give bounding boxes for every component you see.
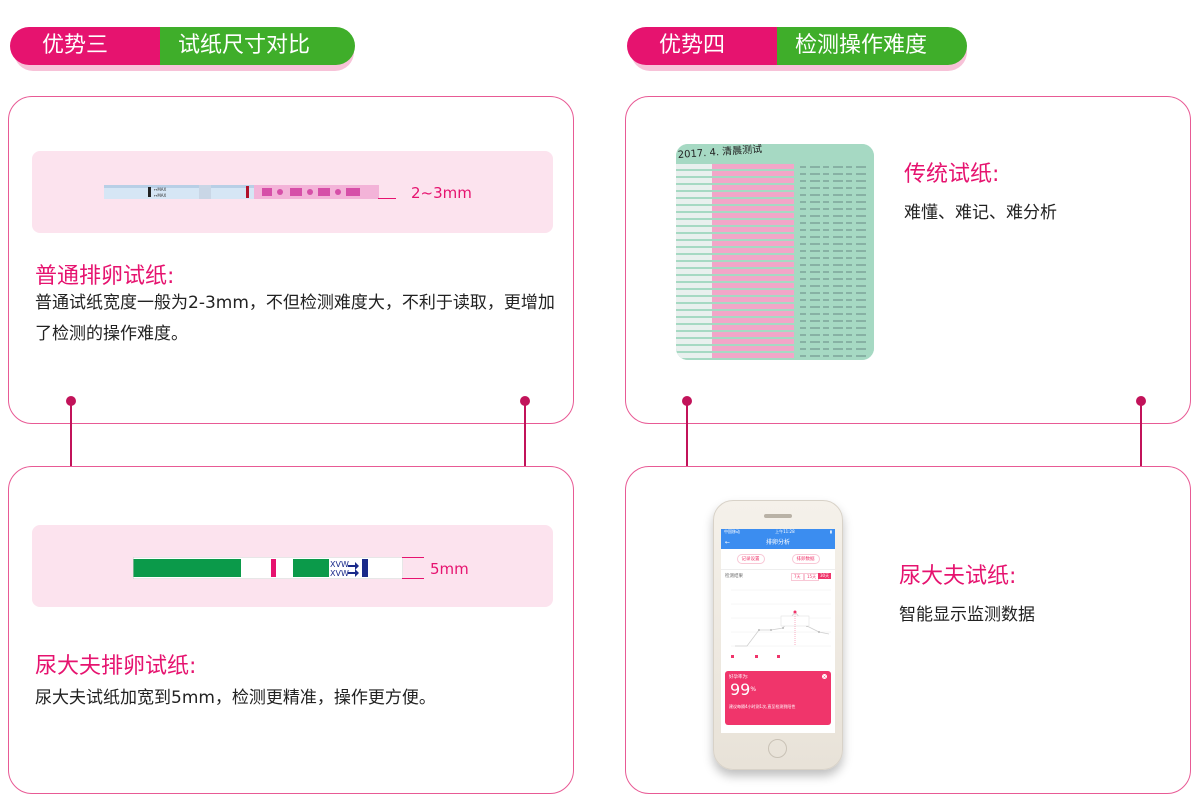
phone-earpiece — [764, 514, 792, 518]
connector-line — [70, 401, 72, 490]
dimension-line — [402, 557, 424, 558]
record-settings-button[interactable]: 记录设置 — [736, 554, 765, 564]
strip-pad — [712, 332, 794, 337]
section-tab-size: 优势三 试纸尺寸对比 — [10, 27, 355, 71]
phone-nav-bar: ← 排卵分析 — [721, 537, 835, 549]
niaodafu-strip-card — [8, 466, 574, 794]
status-time: 上午11:28 — [775, 529, 795, 534]
strip-pad — [712, 234, 794, 239]
strip-pad — [712, 206, 794, 211]
section-tag: 优势四 — [659, 33, 726, 58]
phone-mockup: 中国移动 上午11:28 ▮ ← 排卵分析 记录设置 排卵数据 检测结果 7天 … — [713, 500, 843, 770]
strip-pad — [712, 346, 794, 351]
ovulation-data-button[interactable]: 排卵数据 — [791, 554, 820, 564]
section-tab-difficulty: 优势四 检测操作难度 — [627, 27, 967, 71]
close-icon[interactable]: × — [822, 674, 827, 679]
strip-pad — [712, 255, 794, 260]
strip-pad — [712, 276, 794, 281]
connector-dot — [1136, 396, 1146, 406]
phone-screen: 中国移动 上午11:28 ▮ ← 排卵分析 记录设置 排卵数据 检测结果 7天 … — [721, 529, 835, 733]
connector-dot — [520, 396, 530, 406]
strip-pad — [712, 353, 794, 358]
back-arrow-icon[interactable]: ← — [725, 539, 731, 546]
pregnancy-rate-card: 好孕率为: × 99% 建议每隔4小时测1次,直至检测到阳性 — [725, 671, 831, 725]
nav-title: 排卵分析 — [765, 539, 790, 546]
connector-dot — [66, 396, 76, 406]
connector-line — [1140, 401, 1142, 490]
home-button[interactable] — [768, 739, 787, 758]
toggle-7[interactable]: 7天 — [791, 573, 804, 581]
phone-top-buttons: 记录设置 排卵数据 — [721, 549, 835, 570]
strip-pad — [712, 227, 794, 232]
normal-test-strip: ↔MAX ↔MAX — [104, 185, 379, 199]
section-title: 试纸尺寸对比 — [178, 33, 311, 58]
normal-strip-heading: 普通排卵试纸: — [35, 264, 175, 289]
result-unit: % — [750, 686, 757, 693]
section-title: 检测操作难度 — [795, 33, 928, 58]
strip-pad — [712, 241, 794, 246]
niaodafu-strip-heading: 尿大夫排卵试纸: — [35, 654, 197, 679]
normal-strip-card — [8, 96, 574, 424]
strip-pad — [712, 269, 794, 274]
strip-pad — [712, 199, 794, 204]
connector-dot — [682, 396, 692, 406]
niaodafu-dimension-label: 5mm — [430, 560, 469, 578]
traditional-strip-description: 难懂、难记、难分析 — [904, 203, 1057, 223]
niaodafu-strip-description: 尿大夫试纸加宽到5mm，检测更精准，操作更方便。 — [35, 688, 436, 708]
lh-trend-chart — [731, 589, 831, 658]
svg-text:↔MAX: ↔MAX — [154, 187, 167, 192]
toggle-15[interactable]: 15天 — [804, 573, 820, 581]
section-tag: 优势三 — [42, 33, 109, 58]
result-note: 建议每隔4小时测1次,直至检测到阳性 — [729, 704, 796, 709]
strip-pad — [712, 325, 794, 330]
strip-pad — [712, 185, 794, 190]
strip-pad — [712, 171, 794, 176]
battery-icon: ▮ — [829, 529, 832, 534]
dimension-line — [402, 578, 424, 579]
traditional-strips-photo: 2017. 4. 清晨测试 — [676, 144, 874, 360]
strip-pad — [712, 164, 794, 169]
chart-header: 检测结果 7天 15天 30天 — [721, 570, 835, 582]
niaodafu-app-heading: 尿大夫试纸: — [899, 564, 1017, 589]
phone-status-bar: 中国移动 上午11:28 ▮ — [721, 529, 835, 537]
strip-pad — [712, 339, 794, 344]
connector-line — [686, 401, 688, 490]
result-label: 好孕率为: — [729, 675, 749, 680]
strip-pad — [712, 220, 794, 225]
niaodafu-app-description: 智能显示监测数据 — [899, 605, 1035, 625]
strip-pad — [712, 318, 794, 323]
strip-pad — [712, 311, 794, 316]
strip-pad — [712, 283, 794, 288]
connector-line — [524, 401, 526, 490]
strip-pad — [712, 290, 794, 295]
niaodafu-test-strip: XVW XVW — [133, 557, 403, 579]
toggle-30[interactable]: 30天 — [818, 573, 832, 579]
strip-pad — [712, 297, 794, 302]
dimension-line — [378, 198, 396, 199]
result-number: 99 — [730, 680, 751, 699]
strip-pad — [712, 178, 794, 183]
strip-pad — [712, 304, 794, 309]
svg-text:XVW: XVW — [330, 569, 349, 578]
svg-text:XVW: XVW — [330, 560, 349, 569]
normal-dimension-label: 2~3mm — [411, 184, 472, 202]
result-value: 99% — [730, 681, 756, 699]
chart-label: 检测结果 — [725, 574, 743, 579]
strip-pad — [712, 213, 794, 218]
status-carrier: 中国移动 — [724, 529, 740, 534]
strip-pad — [712, 262, 794, 267]
normal-strip-description: 普通试纸宽度一般为2-3mm，不但检测难度大，不利于读取，更增加了检测的操作难度… — [35, 293, 555, 344]
strip-pad — [712, 248, 794, 253]
traditional-strip-heading: 传统试纸: — [904, 162, 1000, 187]
strip-pad — [712, 192, 794, 197]
svg-text:↔MAX: ↔MAX — [154, 193, 167, 198]
